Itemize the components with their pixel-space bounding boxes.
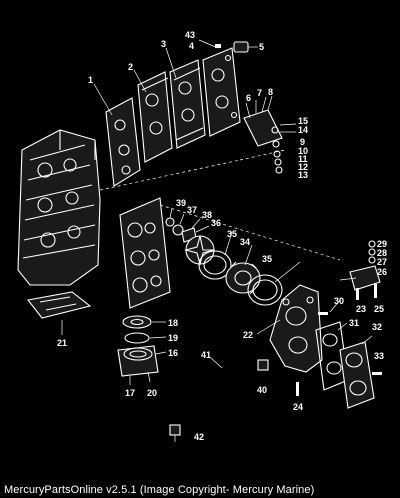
o-ring-19 [124,332,150,344]
callout-6: 6 [246,93,251,103]
callout-36: 36 [211,218,221,228]
callout-31: 31 [349,318,359,328]
fitting-42 [169,424,181,442]
callout-43: 43 [185,30,195,40]
impeller [183,235,215,267]
gasket-ring-35 [198,250,232,280]
seal-18 [122,315,152,329]
callout-15: 15 [298,116,308,126]
bolt-24 [296,382,299,396]
callout-25: 25 [374,304,384,314]
callout-22: 22 [243,330,253,340]
gasket-ring-35b [247,274,283,306]
callout-29: 29 [377,239,387,249]
callout-27: 27 [377,257,387,267]
cover-plate-1 [105,97,141,187]
callout-1: 1 [88,75,93,85]
callout-11: 11 [298,154,308,164]
callout-13: 13 [298,170,308,180]
callout-40: 40 [257,385,267,395]
callout-39: 39 [176,198,186,208]
water-pump-housing [225,261,261,295]
cover-32 [339,341,375,409]
callout-23: 23 [356,304,366,314]
engine-block [17,129,101,286]
callout-5: 5 [259,42,264,52]
callout-32: 32 [372,322,382,332]
callout-37: 37 [187,205,197,215]
callout-labels: 1 2 3 43 4 5 6 7 8 15 14 9 10 11 12 13 3… [57,30,387,442]
callout-19: 19 [168,333,178,343]
copyright-caption: MercuryPartsOnline v2.5.1 (Image Copyrig… [4,484,315,496]
callout-9: 9 [300,137,305,147]
water-housing-22 [269,284,323,373]
callout-38: 38 [202,210,212,220]
plate-21 [27,291,92,335]
bolt-43 [198,39,221,49]
bolt-30 [318,312,328,315]
cap-5 [233,41,258,53]
leader-lines [93,47,373,369]
bolt-25 [374,284,377,298]
callout-24: 24 [293,402,303,412]
intake-cover-block [119,197,171,309]
callout-18: 18 [168,318,178,328]
fitting-40 [257,359,269,371]
callout-12: 12 [298,162,308,172]
gasket-2 [137,71,173,163]
stud-23 [356,288,359,300]
callout-42: 42 [194,432,204,442]
alignment-lines [99,149,341,261]
callout-16: 16 [168,348,178,358]
cylinder-head-3 [169,59,206,149]
callout-4: 4 [189,41,194,51]
callout-41: 41 [201,350,211,360]
callout-2: 2 [128,62,133,72]
callout-7: 7 [257,88,262,98]
fitting-26 [339,240,381,291]
thermostat-assembly [243,95,297,174]
callout-30: 30 [334,296,344,306]
callout-3: 3 [161,39,166,49]
callout-35b: 35 [262,254,272,264]
callout-28: 28 [377,248,387,258]
hose-41 [171,363,263,426]
callout-21: 21 [57,338,67,348]
callout-8: 8 [268,87,273,97]
bearing-housing-16 [117,345,159,385]
callout-17: 17 [125,388,135,398]
callout-34: 34 [240,237,250,247]
bolt-33 [372,372,382,375]
exploded-parts-diagram: 1 2 3 43 4 5 6 7 8 15 14 9 10 11 12 13 3… [17,30,387,442]
callout-33: 33 [374,351,384,361]
callout-26: 26 [377,267,387,277]
callout-14: 14 [298,125,308,135]
callout-10: 10 [298,146,308,156]
callout-20: 20 [147,388,157,398]
callout-35: 35 [227,229,237,239]
head-cover-plate [202,47,241,137]
